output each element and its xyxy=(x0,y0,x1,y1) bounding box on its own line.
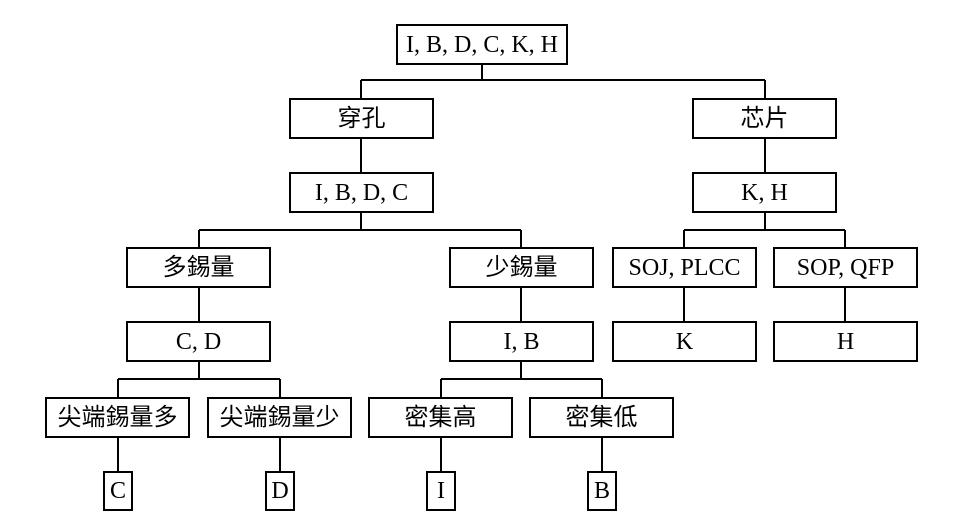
soj-plcc-leaf-node: K xyxy=(612,321,757,362)
density-low-node: 密集低 xyxy=(529,397,674,438)
through-hole-set-node: I, B, D, C xyxy=(289,172,434,213)
soj-plcc-leaf-label: K xyxy=(675,328,694,355)
little-solder-set-label: I, B xyxy=(503,328,540,355)
sop-qfp-node: SOP, QFP xyxy=(773,247,918,288)
leaf-c-node: C xyxy=(103,471,133,511)
root-label: I, B, D, C, K, H xyxy=(405,31,558,58)
chip-node: 芯片 xyxy=(692,98,837,139)
through-hole-label: 穿孔 xyxy=(337,105,386,132)
little-solder-node: 少錫量 xyxy=(449,247,594,288)
sop-qfp-leaf-label: H xyxy=(836,328,855,355)
root-node: I, B, D, C, K, H xyxy=(396,24,568,65)
sop-qfp-label: SOP, QFP xyxy=(796,254,895,281)
leaf-i-label: I xyxy=(437,478,445,504)
little-solder-set-node: I, B xyxy=(449,321,594,362)
leaf-b-label: B xyxy=(593,478,610,504)
chip-set-label: K, H xyxy=(741,179,788,206)
leaf-i-node: I xyxy=(426,471,456,511)
density-low-label: 密集低 xyxy=(565,404,638,431)
chip-set-node: K, H xyxy=(692,172,837,213)
much-solder-set-label: C, D xyxy=(175,328,222,355)
leaf-d-node: D xyxy=(265,471,295,511)
tip-solder-much-label: 尖端錫量多 xyxy=(57,404,178,431)
tip-solder-much-node: 尖端錫量多 xyxy=(45,397,190,438)
tip-solder-little-label: 尖端錫量少 xyxy=(219,404,340,431)
density-high-node: 密集高 xyxy=(368,397,513,438)
sop-qfp-leaf-node: H xyxy=(773,321,918,362)
much-solder-set-node: C, D xyxy=(126,321,271,362)
leaf-b-node: B xyxy=(587,471,617,511)
soj-plcc-node: SOJ, PLCC xyxy=(612,247,757,288)
little-solder-label: 少錫量 xyxy=(485,254,558,281)
chip-label: 芯片 xyxy=(740,105,789,132)
through-hole-node: 穿孔 xyxy=(289,98,434,139)
much-solder-node: 多錫量 xyxy=(126,247,271,288)
leaf-c-label: C xyxy=(109,478,126,504)
much-solder-label: 多錫量 xyxy=(162,254,235,281)
soj-plcc-label: SOJ, PLCC xyxy=(628,254,741,281)
density-high-label: 密集高 xyxy=(404,404,477,431)
tip-solder-little-node: 尖端錫量少 xyxy=(207,397,352,438)
leaf-d-label: D xyxy=(271,478,289,504)
through-hole-set-label: I, B, D, C xyxy=(314,179,409,206)
